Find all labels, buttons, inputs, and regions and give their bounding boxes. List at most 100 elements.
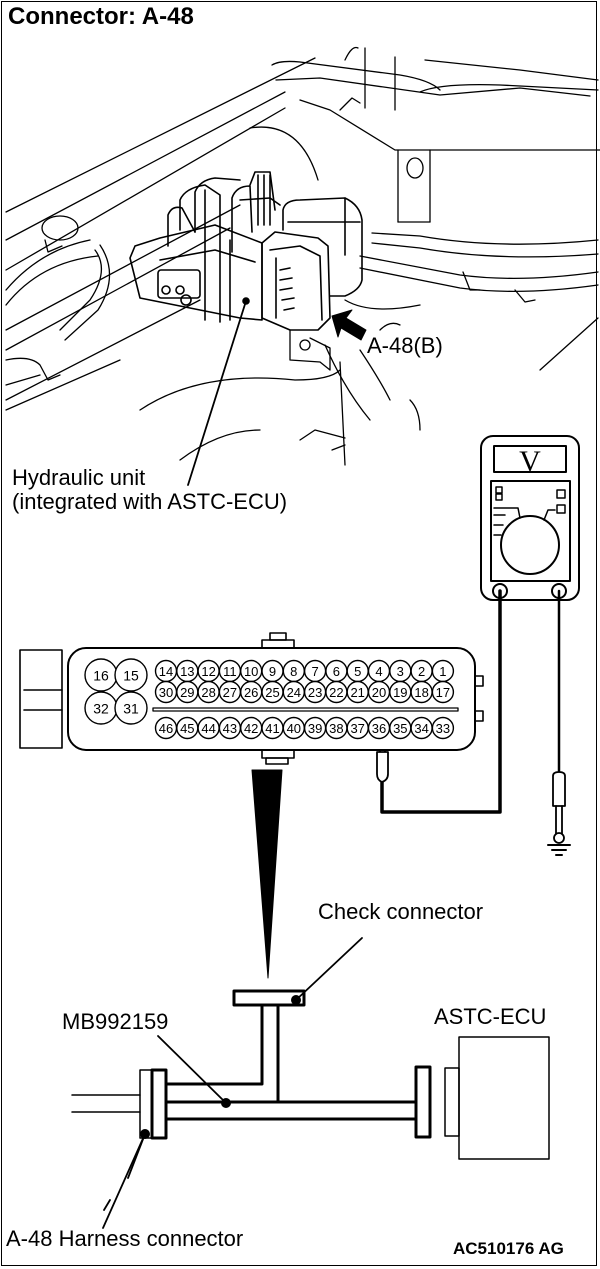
connector-pin-10: 10: [239, 659, 263, 683]
pin-number: 28: [201, 685, 215, 700]
harness-schematic: [71, 937, 550, 1229]
pin-number: 46: [159, 721, 173, 736]
pin-number: 10: [244, 664, 258, 679]
pin-number: 24: [287, 685, 301, 700]
connector-pin-27: 27: [218, 680, 242, 704]
ground-icon: [547, 844, 571, 856]
pin-number: 23: [308, 685, 322, 700]
connector-pin-38: 38: [325, 716, 348, 740]
connector-callout-label: A-48(B): [367, 333, 443, 358]
connector-pin-37: 37: [346, 716, 369, 740]
positive-test-lead: [380, 589, 502, 814]
pin-number: 25: [265, 685, 279, 700]
pin-number: 5: [354, 664, 361, 679]
pin-number: 35: [393, 721, 407, 736]
connector-pin-41: 41: [261, 716, 284, 740]
pin-number: 32: [93, 701, 109, 717]
pin-number: 18: [414, 685, 428, 700]
figure-code: AC510176 AG: [453, 1239, 564, 1258]
connector-pin-3: 3: [389, 659, 412, 683]
connector-pin-46: 46: [154, 716, 178, 740]
hydraulic-unit-illustration: [129, 171, 363, 486]
connector-pin-31: 31: [114, 691, 148, 725]
connector-pin-9: 9: [261, 659, 284, 683]
pin-cavity: [114, 691, 148, 725]
connector-pin-11: 11: [218, 659, 242, 683]
connection-pointer-wedge: [251, 769, 283, 979]
connector-pin-7: 7: [303, 659, 327, 683]
connector-pin-28: 28: [197, 680, 220, 704]
hydraulic-unit-label-line2: (integrated with ASTC-ECU): [12, 488, 288, 514]
connector-pin-22: 22: [325, 680, 348, 704]
pin-number: 1: [439, 664, 446, 679]
pin-number: 43: [223, 721, 237, 736]
pin-number: 22: [329, 685, 343, 700]
pin-number: 8: [290, 664, 297, 679]
pin-number: 42: [244, 721, 258, 736]
connector-pin-25: 25: [261, 680, 284, 704]
pin-number: 38: [329, 721, 343, 736]
connector-pin-40: 40: [282, 716, 305, 740]
pin-number: 19: [393, 685, 407, 700]
pin-number: 37: [350, 721, 364, 736]
hydraulic-unit-label-line1: Hydraulic unit: [12, 465, 146, 490]
pin-number: 41: [265, 721, 279, 736]
pin-number: 2: [418, 664, 425, 679]
connector-pin-44: 44: [197, 716, 220, 740]
voltmeter-display-symbol: V: [519, 445, 541, 478]
pin-number: 16: [93, 668, 109, 684]
connector-pin-19: 19: [389, 680, 412, 704]
pin-number: 29: [180, 685, 194, 700]
connector-pin-23: 23: [303, 680, 327, 704]
connector-pin-4: 4: [367, 659, 391, 683]
connector-pin-13: 13: [176, 659, 199, 683]
connector-pin-30: 30: [154, 680, 178, 704]
connector-pin-29: 29: [176, 680, 199, 704]
voltmeter-icon: V: [480, 435, 580, 601]
connector-pin-5: 5: [346, 659, 369, 683]
pin-number: 44: [201, 721, 215, 736]
ecu-label: ASTC-ECU: [434, 1004, 547, 1029]
pin-cavity: [431, 716, 455, 740]
ground-probe-icon: [552, 771, 566, 844]
connector-pin-17: 17: [431, 680, 455, 704]
pin-number: 9: [269, 664, 276, 679]
connector-pin-14: 14: [154, 659, 178, 683]
connector-pin-36: 36: [367, 716, 391, 740]
diagram-title: Connector: A-48: [8, 3, 194, 30]
pin-number: 40: [287, 721, 301, 736]
pin-number: 6: [333, 664, 340, 679]
arrow-icon: [331, 309, 367, 341]
connector-pin-1: 1: [431, 659, 455, 683]
connector-pin-35: 35: [389, 716, 412, 740]
pin-number: 27: [223, 685, 237, 700]
connector-pin-26: 26: [239, 680, 263, 704]
pin-number: 13: [180, 664, 194, 679]
connector-pin-21: 21: [346, 680, 369, 704]
connector-pin-39: 39: [303, 716, 327, 740]
check-connector-label: Check connector: [318, 899, 484, 924]
connector-pin-34: 34: [410, 716, 433, 740]
hydraulic-unit-label: Hydraulic unit (integrated with ASTC-ECU…: [12, 466, 287, 514]
connector-pin-16: 16: [84, 658, 118, 692]
pin-number: 33: [436, 721, 450, 736]
connector-pin-2: 2: [410, 659, 433, 683]
pin-number: 17: [436, 685, 450, 700]
pin-number: 20: [372, 685, 386, 700]
pin-number: 34: [414, 721, 428, 736]
connector-pin-18: 18: [410, 680, 433, 704]
connector-pin-24: 24: [282, 680, 305, 704]
pin-number: 39: [308, 721, 322, 736]
engine-bay-illustration: [5, 46, 600, 466]
pin-number: 15: [123, 668, 139, 684]
pin-number: 21: [350, 685, 364, 700]
pin-number: 4: [375, 664, 382, 679]
pin-cavity: [431, 680, 455, 704]
pin-cavity: [114, 658, 148, 692]
connector-pin-15: 15: [114, 658, 148, 692]
harness-connector-label: A-48 Harness connector: [6, 1226, 244, 1251]
connector-pin-6: 6: [325, 659, 348, 683]
